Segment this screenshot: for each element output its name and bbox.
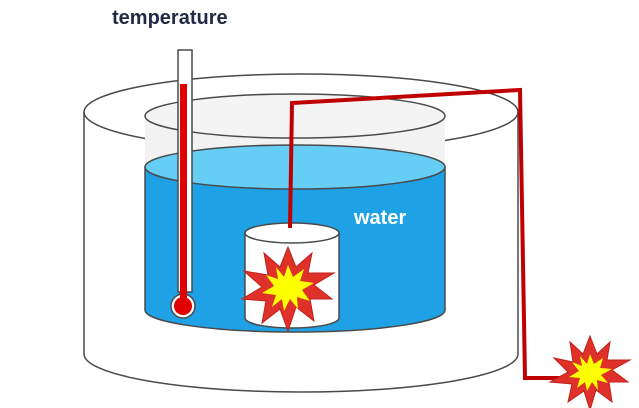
water-label: water — [354, 207, 407, 229]
ignition-wire — [288, 87, 570, 380]
explosion-icon — [548, 334, 632, 408]
explosion-icon — [240, 245, 336, 333]
thermometer-icon — [170, 49, 196, 319]
temperature-label: temperature — [112, 7, 228, 29]
